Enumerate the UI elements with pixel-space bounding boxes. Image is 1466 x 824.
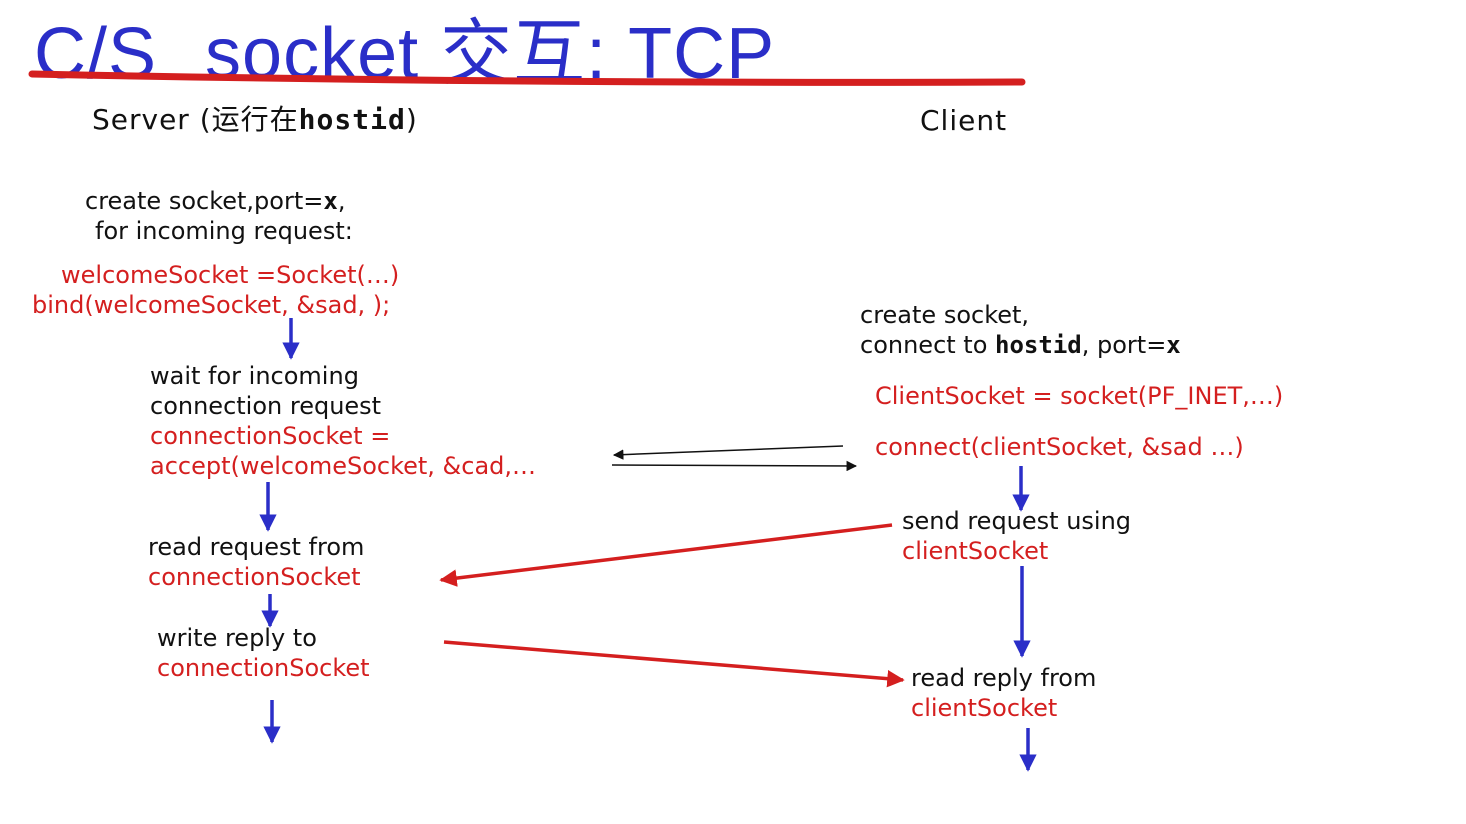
- server-header-prefix: Server (运行在: [92, 103, 299, 136]
- reply-arrow: [443, 640, 905, 688]
- server-read-text: read request from connectionSocket: [148, 532, 364, 592]
- server-write-line1: write reply to: [157, 624, 317, 652]
- connect-line: connect(clientSocket, &sad …): [875, 433, 1244, 461]
- client-read-line1: read reply from: [911, 664, 1097, 692]
- server-create-line1: create socket,port=x,: [85, 187, 346, 215]
- client-read-code: clientSocket: [911, 694, 1058, 722]
- handshake-arrow-to-server: [612, 445, 844, 460]
- server-wait-text: wait for incoming connection request con…: [150, 361, 536, 481]
- server-header-host: hostid: [298, 103, 406, 136]
- bind-code: bind(welcomeSocket, &sad, );: [32, 291, 391, 319]
- server-create-line2: for incoming request:: [95, 217, 353, 245]
- handshake-arrow-to-client: [611, 460, 858, 472]
- request-arrow: [439, 523, 893, 587]
- client-send-text: send request using clientSocket: [902, 506, 1131, 566]
- title-part1: C/S: [34, 14, 158, 94]
- client-socket-line: ClientSocket = socket(PF_INET,…): [875, 382, 1284, 410]
- server-write-code: connectionSocket: [157, 654, 370, 682]
- connection-socket-code: connectionSocket =: [150, 422, 391, 450]
- server-read-line1: read request from: [148, 533, 365, 561]
- client-header: Client: [920, 104, 1008, 137]
- client-connect-code: connect(clientSocket, &sad …): [875, 432, 1244, 462]
- client-send-code: clientSocket: [902, 537, 1049, 565]
- server-read-code: connectionSocket: [148, 563, 361, 591]
- server-wait-line2: connection request: [150, 392, 382, 420]
- client-create-text: create socket, connect to hostid, port=x: [860, 300, 1181, 360]
- server-wait-line1: wait for incoming: [150, 362, 359, 390]
- server-header: Server (运行在hostid): [92, 98, 418, 138]
- client-read-text: read reply from clientSocket: [911, 663, 1096, 723]
- client-create-line1: create socket,: [860, 301, 1030, 329]
- server-header-suffix: ): [405, 103, 418, 136]
- title-underline: [28, 70, 1026, 86]
- server-create-code: welcomeSocket =Socket(…) bind(welcomeSoc…: [32, 260, 399, 320]
- client-create-line2: connect to hostid, port=x: [860, 331, 1181, 359]
- server-create-text: create socket,port=x, for incoming reque…: [85, 186, 353, 246]
- accept-code: accept(welcomeSocket, &cad,…: [150, 452, 537, 480]
- server-write-text: write reply to connectionSocket: [157, 623, 370, 683]
- welcome-socket-code: welcomeSocket =Socket(…): [61, 261, 400, 289]
- client-socket-code: ClientSocket = socket(PF_INET,…): [875, 381, 1283, 411]
